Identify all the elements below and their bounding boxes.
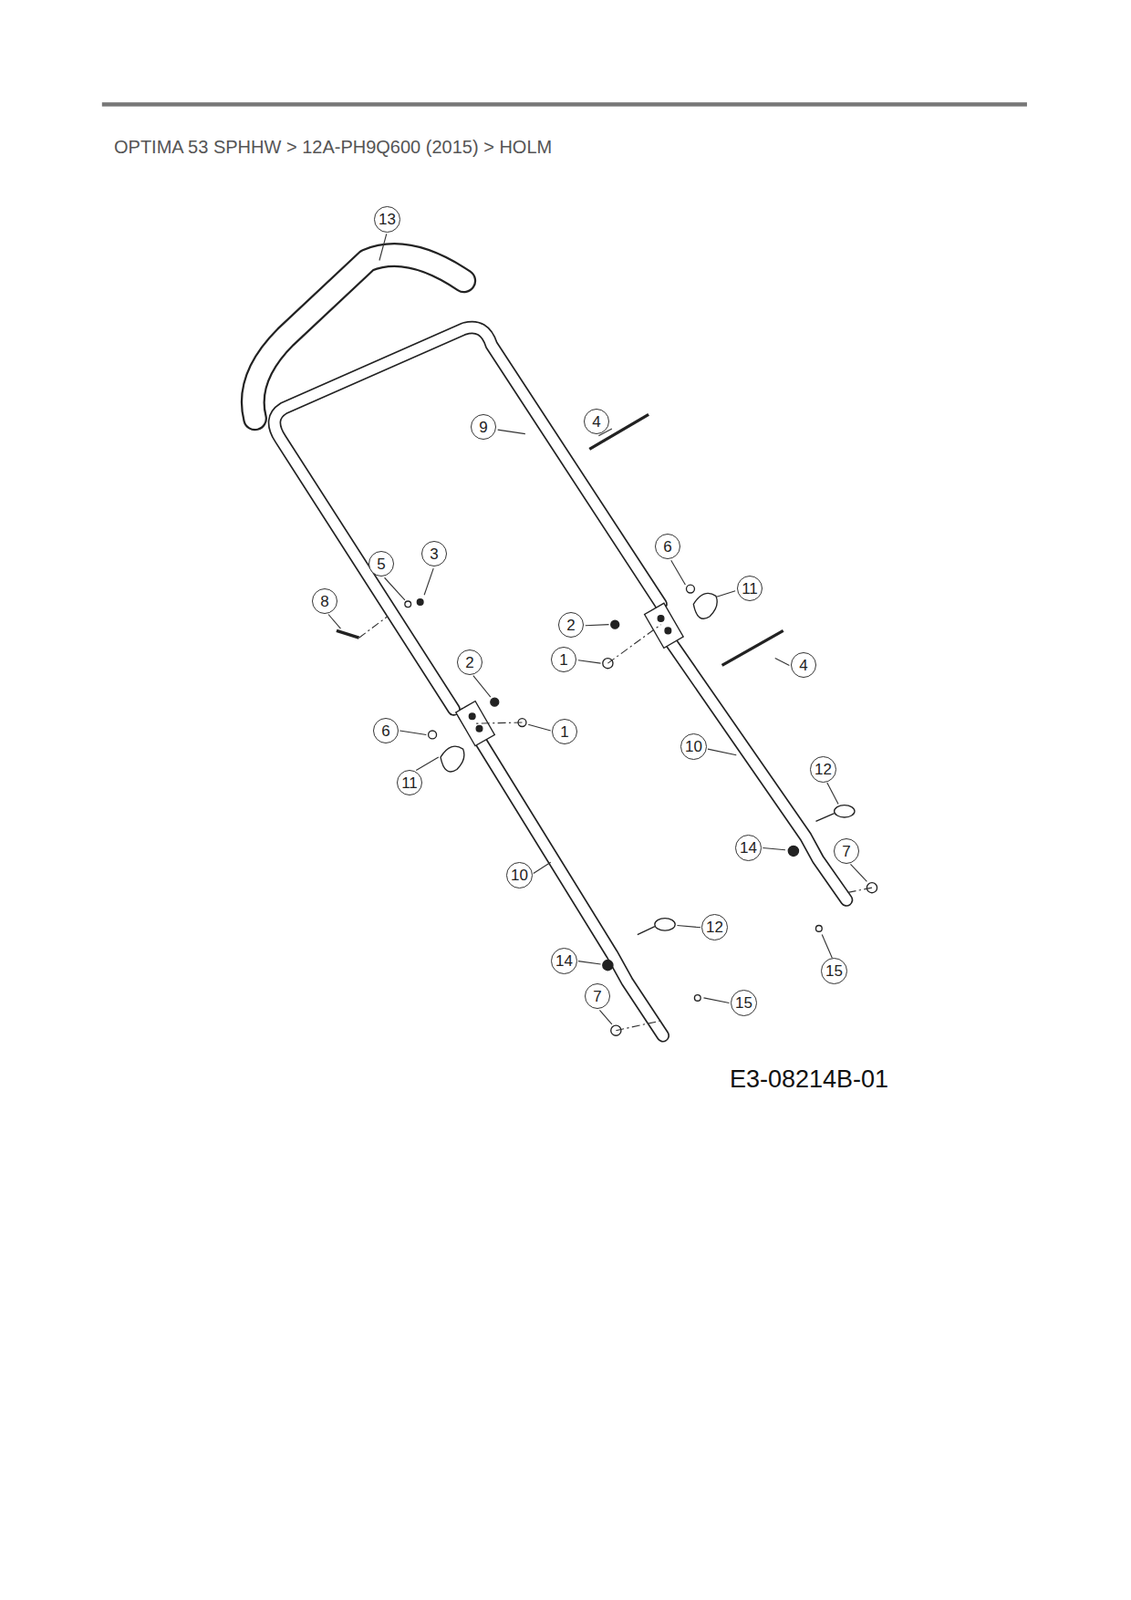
callout-text: 6: [381, 723, 390, 739]
callout-text: 1: [560, 724, 569, 740]
callout-number: 2: [558, 612, 584, 638]
callout-text: 14: [739, 840, 758, 856]
callout-text: 12: [705, 919, 724, 935]
alignment-lines: [359, 616, 872, 1031]
callout-number: 12: [701, 913, 728, 941]
page-title: OPTIMA 53 SPHHW > 12A-PH9Q600 (2015) > H…: [114, 136, 552, 158]
callout-text: 4: [591, 414, 601, 430]
callout-text: 2: [566, 617, 575, 633]
callout-number: 14: [735, 834, 762, 862]
callout-text: 14: [555, 953, 573, 969]
callout-text: 10: [684, 738, 703, 755]
top-rule: [102, 102, 1028, 106]
callout-number: 11: [736, 575, 763, 602]
callout-number: 14: [550, 947, 578, 975]
drawing-number: E3-08214B-01: [729, 1065, 889, 1094]
callout-number: 15: [730, 989, 758, 1017]
callout-text: 5: [376, 556, 385, 572]
parts: [336, 414, 878, 1036]
callout-number: 7: [584, 983, 611, 1009]
callout-number: 13: [373, 206, 401, 233]
callout-text: 12: [814, 761, 832, 778]
callout-text: 3: [429, 546, 438, 562]
callout-number: 8: [311, 588, 338, 614]
callout-number: 10: [506, 861, 533, 889]
callout-text: 15: [825, 963, 843, 979]
callout-text: 11: [741, 581, 758, 597]
callout-number: 15: [820, 957, 848, 985]
callout-text: 4: [798, 657, 808, 674]
callout-number: 10: [680, 733, 707, 760]
handle-tubes: [252, 255, 847, 1037]
callout-number: 9: [470, 414, 497, 440]
callout-number: 5: [368, 550, 395, 577]
callout-text: 10: [510, 867, 529, 883]
callout-number: 6: [654, 533, 681, 560]
callout-number: 4: [790, 652, 817, 678]
callout-text: 15: [735, 995, 753, 1011]
callout-text: 6: [663, 539, 672, 555]
leader-lines: [328, 233, 867, 1025]
callout-text: 8: [320, 593, 329, 610]
callout-number: 12: [809, 756, 837, 783]
callout-text: 1: [559, 652, 568, 668]
callout-text: 11: [401, 775, 418, 791]
callout-text: 7: [841, 843, 851, 860]
callout-number: 11: [396, 769, 423, 796]
callout-text: 7: [592, 988, 602, 1005]
callout-text: 9: [478, 419, 488, 436]
callout-number: 3: [421, 540, 447, 567]
callout-text: 13: [378, 211, 396, 228]
callout-number: 1: [550, 646, 577, 673]
callout-text: 2: [465, 654, 474, 671]
callout-number: 1: [551, 718, 578, 745]
callout-number: 4: [583, 408, 610, 435]
callout-number: 7: [833, 838, 860, 864]
callout-number: 6: [373, 717, 399, 744]
callout-number: 2: [456, 649, 483, 675]
